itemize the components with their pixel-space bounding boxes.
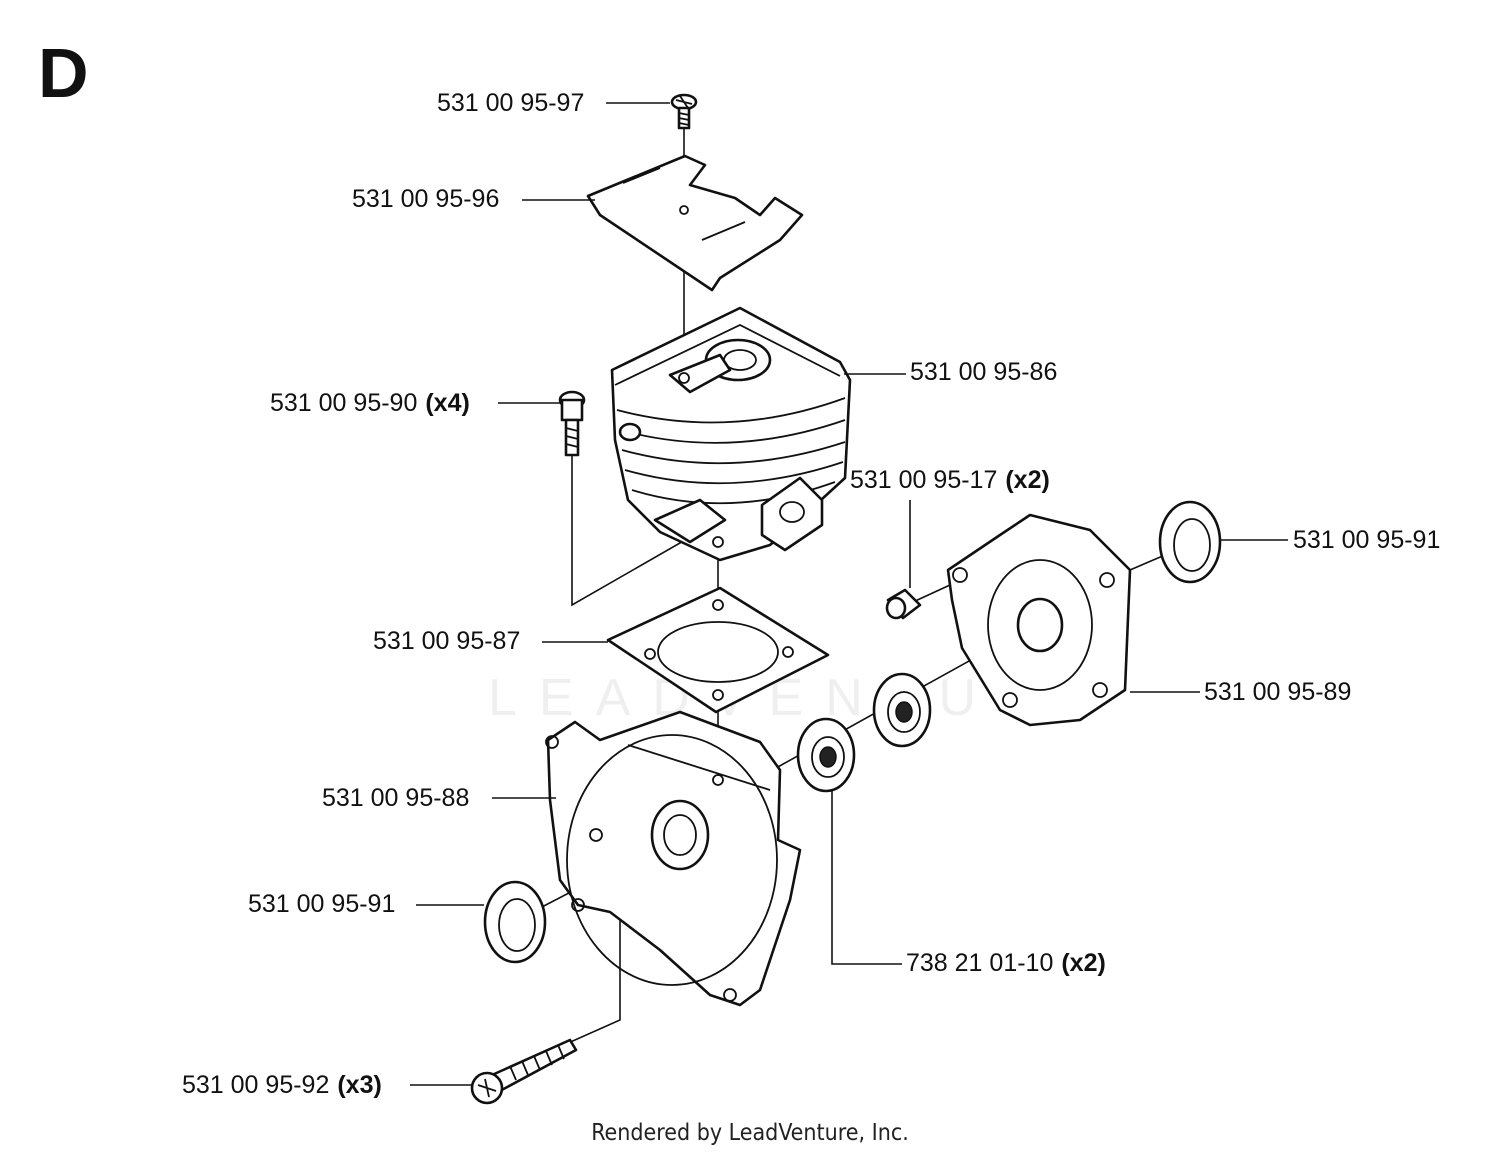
cylinder-part-86[interactable] xyxy=(610,306,852,562)
crankcase-part-89[interactable] xyxy=(946,513,1132,727)
part-number: 531 00 95-91 xyxy=(1293,526,1441,554)
part-number: 531 00 95-86 xyxy=(910,358,1058,386)
callout-531-00-95-90: 531 00 95-90(x4) xyxy=(270,391,470,416)
seal-part-91-right[interactable] xyxy=(1158,500,1222,584)
callout-531-00-95-86: 531 00 95-86 xyxy=(910,360,1057,385)
part-number: 531 00 95-91 xyxy=(248,890,396,918)
bearing-part-10-b[interactable] xyxy=(796,717,856,793)
callout-531-00-95-92: 531 00 95-92(x3) xyxy=(182,1073,382,1098)
callout-531-00-95-91-right: 531 00 95-91 xyxy=(1293,528,1440,553)
callout-531-00-95-97: 531 00 95-97 xyxy=(437,91,584,116)
callout-531-00-95-89: 531 00 95-89 xyxy=(1204,680,1351,705)
leader-lines xyxy=(410,102,1288,1086)
callout-531-00-95-96: 531 00 95-96 xyxy=(352,187,499,212)
quantity: (x2) xyxy=(1005,466,1050,494)
part-number: 531 00 95-96 xyxy=(352,185,500,213)
part-number: 531 00 95-87 xyxy=(373,627,521,655)
part-number: 531 00 95-90 xyxy=(270,389,418,417)
part-number: 531 00 95-17 xyxy=(850,466,998,494)
callout-531-00-95-17: 531 00 95-17(x2) xyxy=(850,468,1050,493)
heat-shield-part-96[interactable] xyxy=(586,154,804,292)
callout-531-00-95-91-left: 531 00 95-91 xyxy=(248,892,395,917)
callout-531-00-95-87: 531 00 95-87 xyxy=(373,629,520,654)
part-number: 531 00 95-89 xyxy=(1204,678,1352,706)
callout-738-21-01-10: 738 21 01-10(x2) xyxy=(906,951,1106,976)
part-number: 738 21 01-10 xyxy=(906,949,1054,977)
quantity: (x4) xyxy=(425,389,470,417)
pin-part-17[interactable] xyxy=(885,588,922,620)
quantity: (x2) xyxy=(1061,949,1106,977)
part-number: 531 00 95-97 xyxy=(437,89,585,117)
screw-part-97[interactable] xyxy=(670,93,698,130)
crankcase-part-88[interactable] xyxy=(545,710,802,1007)
part-number: 531 00 95-92 xyxy=(182,1071,330,1099)
part-number: 531 00 95-88 xyxy=(322,784,470,812)
gasket-part-87[interactable] xyxy=(606,586,830,714)
footer-credit: Rendered by LeadVenture, Inc. xyxy=(591,1120,909,1146)
quantity: (x3) xyxy=(337,1071,382,1099)
bolt-part-90[interactable] xyxy=(558,390,586,457)
callout-531-00-95-88: 531 00 95-88 xyxy=(322,786,469,811)
section-label: D xyxy=(38,34,89,112)
bearing-part-10-a[interactable] xyxy=(872,672,932,748)
seal-part-91-left[interactable] xyxy=(483,880,547,964)
screw-part-92[interactable] xyxy=(470,1038,578,1105)
